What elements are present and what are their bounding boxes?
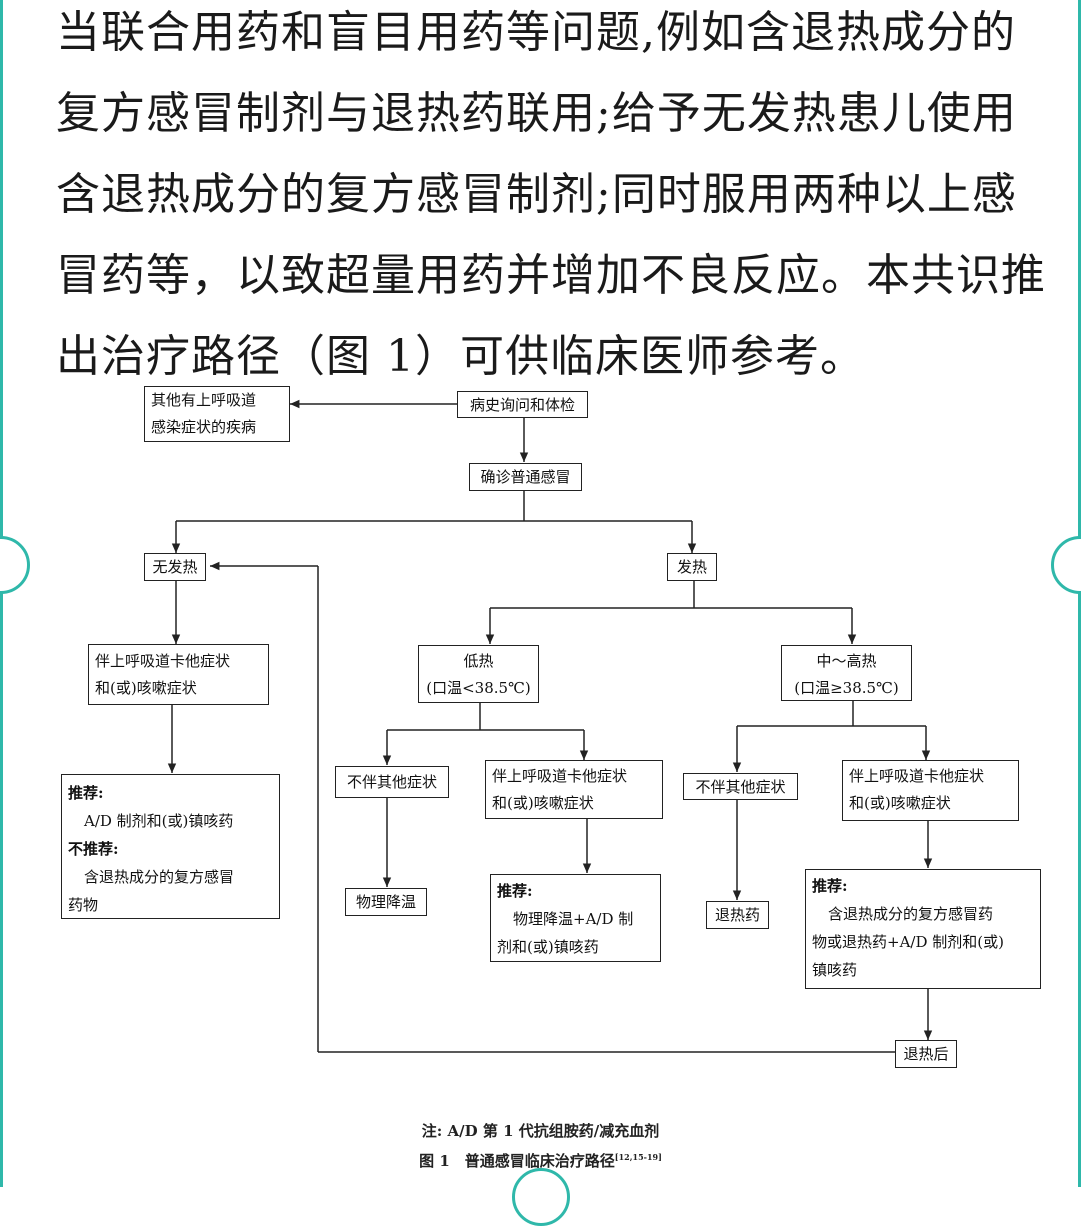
rec-title: 推荐: <box>68 784 104 802</box>
box-text: 退热后 <box>903 1045 949 1063</box>
box-text: 无发热 <box>152 558 198 576</box>
antipyretic-box: 退热药 <box>706 901 769 929</box>
no-fever-recommendation-box: 推荐: A/D 制剂和(或)镇咳药 不推荐: 含退热成分的复方感冒 药物 <box>61 774 280 919</box>
low-recommendation-box: 推荐: 物理降温+A/D 制 剂和(或)镇咳药 <box>490 874 661 962</box>
box-text: A/D 制剂和(或)镇咳药 <box>84 812 234 830</box>
box-text: 物理降温 <box>355 893 416 911</box>
diagnosis-box: 确诊普通感冒 <box>469 463 582 491</box>
box-text: 伴上呼吸道卡他症状 <box>492 767 628 785</box>
box-text: 物或退热药+A/D 制剂和(或) <box>812 933 1004 951</box>
body-paragraph: 当联合用药和盲目用药等问题,例如含退热成分的 复方感冒制剂与退热药联用;给予无发… <box>56 0 1066 397</box>
box-text: 不伴其他症状 <box>346 773 437 791</box>
no-fever-symptoms-box: 伴上呼吸道卡他症状 和(或)咳嗽症状 <box>88 644 269 705</box>
box-text: 中～高热 <box>816 652 877 670</box>
box-text: 不伴其他症状 <box>695 778 786 796</box>
box-text: 确诊普通感冒 <box>480 468 571 486</box>
high-fever-box: 中～高热 (口温≥38.5℃) <box>781 645 912 701</box>
caption-refs: [12,15-19] <box>614 1152 662 1162</box>
figure-caption: 图 1 普通感冒临床治疗路径[12,15-19] <box>0 1150 1081 1171</box>
not-rec-title: 不推荐: <box>68 840 119 858</box>
no-fever-box: 无发热 <box>144 553 206 581</box>
box-text: 物理降温+A/D 制 <box>513 910 634 928</box>
history-exam-box: 病史询问和体检 <box>457 391 588 418</box>
low-no-symptoms-box: 不伴其他症状 <box>335 766 449 798</box>
other-disease-box: 其他有上呼吸道 感染症状的疾病 <box>144 386 290 442</box>
box-text: 发热 <box>676 558 707 576</box>
box-text: 低热 <box>463 652 494 670</box>
box-text: 镇咳药 <box>812 961 858 979</box>
box-text: 伴上呼吸道卡他症状 <box>849 767 985 785</box>
paragraph-line: 复方感冒制剂与退热药联用;给予无发热患儿使用 <box>56 88 1017 139</box>
box-text: 含退热成分的复方感冒药 <box>828 905 994 923</box>
box-text: 其他有上呼吸道 <box>151 391 257 409</box>
box-text: 感染症状的疾病 <box>151 418 257 436</box>
high-symptoms-box: 伴上呼吸道卡他症状 和(或)咳嗽症状 <box>842 760 1019 821</box>
flowchart-connectors <box>167 399 933 1053</box>
box-text: 和(或)咳嗽症状 <box>492 794 594 812</box>
high-recommendation-box: 推荐: 含退热成分的复方感冒药 物或退热药+A/D 制剂和(或) 镇咳药 <box>805 869 1041 989</box>
high-no-symptoms-box: 不伴其他症状 <box>683 773 798 800</box>
box-text: 伴上呼吸道卡他症状 <box>95 652 231 670</box>
box-text: 和(或)咳嗽症状 <box>95 679 197 697</box>
note-text: 注: A/D 第 1 代抗组胺药/减充血剂 <box>421 1122 660 1140</box>
fever-box: 发热 <box>667 553 717 581</box>
rec-title: 推荐: <box>497 882 533 900</box>
box-text: 含退热成分的复方感冒 <box>84 868 235 886</box>
bottom-notch-ornament <box>512 1168 570 1226</box>
box-text: 和(或)咳嗽症状 <box>849 794 951 812</box>
low-fever-box: 低热 (口温<38.5℃) <box>418 645 539 703</box>
box-text: 剂和(或)镇咳药 <box>497 938 599 956</box>
after-fever-box: 退热后 <box>895 1040 957 1068</box>
paragraph-line: 当联合用药和盲目用药等问题,例如含退热成分的 <box>56 7 1016 58</box>
box-text: 病史询问和体检 <box>469 396 575 414</box>
box-text: (口温<38.5℃) <box>426 679 531 697</box>
physical-cooling-box: 物理降温 <box>345 888 427 916</box>
box-text: 退热药 <box>714 906 760 924</box>
paragraph-line: 含退热成分的复方感冒制剂;同时服用两种以上感 <box>56 169 1017 220</box>
paragraph-line: 出治疗路径（图 1）可供临床医师参考。 <box>56 331 865 382</box>
low-symptoms-box: 伴上呼吸道卡他症状 和(或)咳嗽症状 <box>485 760 663 819</box>
abbreviation-note: 注: A/D 第 1 代抗组胺药/减充血剂 <box>0 1120 1081 1141</box>
box-text: 药物 <box>68 896 99 914</box>
paragraph-line: 冒药等，以致超量用药并增加不良反应。本共识推 <box>56 250 1046 301</box>
box-text: (口温≥38.5℃) <box>794 679 899 697</box>
caption-text: 图 1 普通感冒临床治疗路径 <box>419 1152 615 1170</box>
rec-title: 推荐: <box>812 877 848 895</box>
